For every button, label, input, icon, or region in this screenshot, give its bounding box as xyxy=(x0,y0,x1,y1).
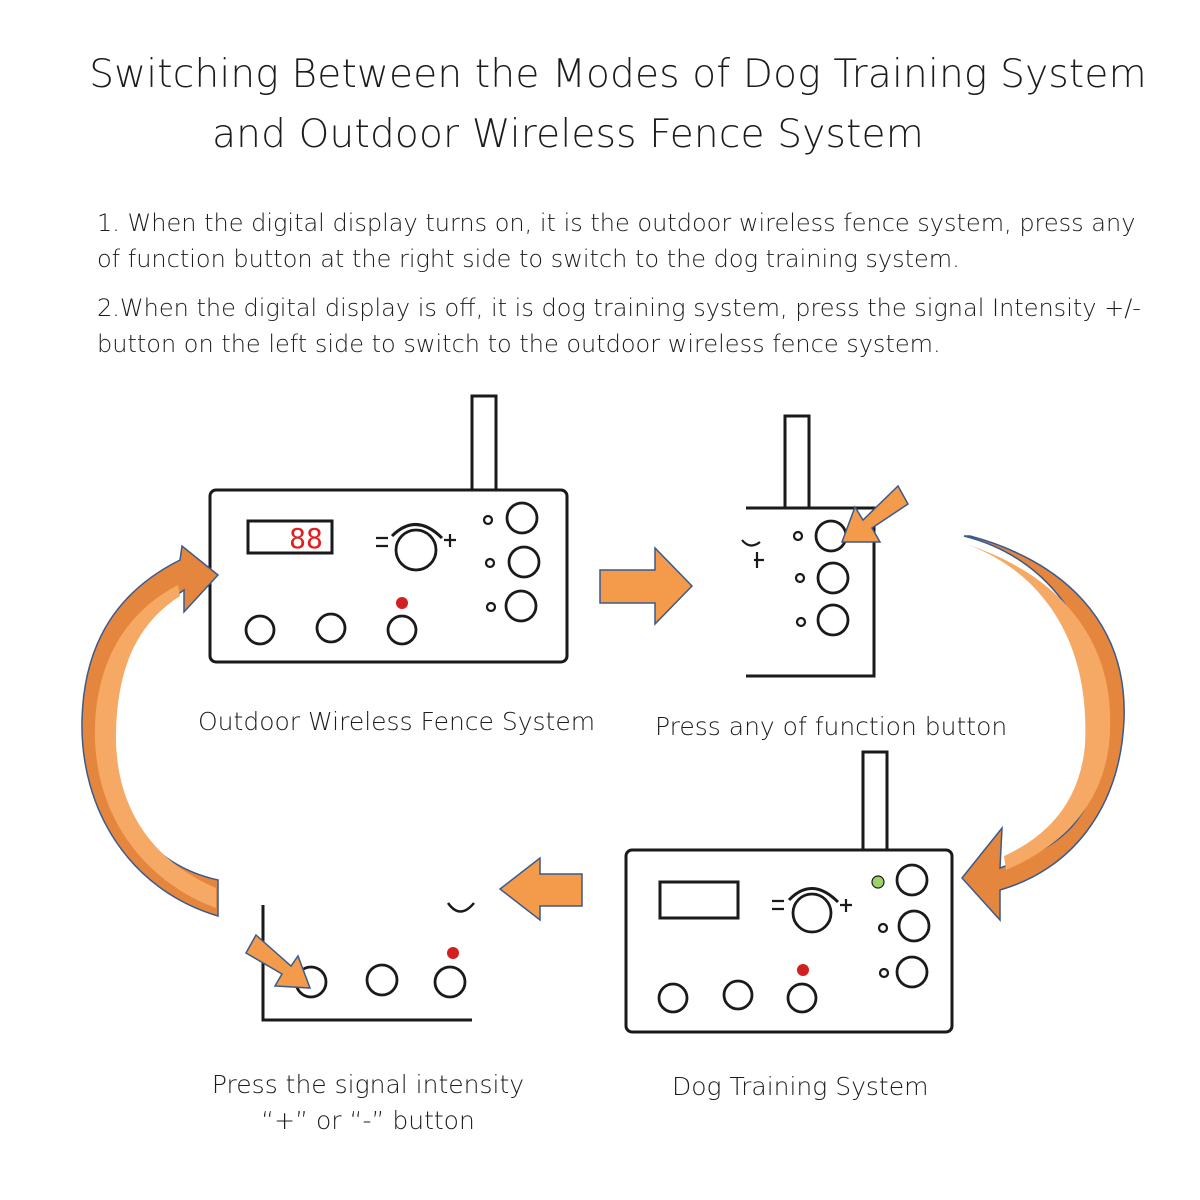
function-button-closeup xyxy=(741,414,876,678)
function-button xyxy=(897,909,931,943)
round-button xyxy=(315,612,347,644)
training-mode-caption: Dog Training System xyxy=(672,1072,929,1101)
intensity-dial-icon xyxy=(376,523,456,572)
indicator-dot xyxy=(795,616,807,628)
round-button xyxy=(365,963,399,997)
fence-mode-caption: Outdoor Wireless Fence System xyxy=(198,707,596,736)
round-button xyxy=(722,979,754,1011)
indicator-dot xyxy=(878,967,890,979)
training-mode-device xyxy=(624,750,954,1034)
round-button xyxy=(657,982,689,1014)
intensity-dial-icon xyxy=(772,887,852,934)
antenna xyxy=(861,750,889,854)
function-button xyxy=(816,603,850,637)
function-button xyxy=(816,561,850,595)
digital-display-off xyxy=(658,880,740,920)
red-led-icon xyxy=(797,964,809,976)
indicator-dot xyxy=(482,514,494,526)
device-body-partial xyxy=(746,506,876,678)
instruction-2: 2.When the digital display is off, it is… xyxy=(97,294,1141,358)
indicator-dot xyxy=(794,572,806,584)
power-button xyxy=(433,965,467,999)
pointer-arrow-icon xyxy=(244,933,312,989)
function-button xyxy=(504,589,538,623)
round-button xyxy=(244,614,276,646)
indicator-dot xyxy=(484,557,496,569)
function-button-caption: Press any of function button xyxy=(655,712,1008,741)
function-button xyxy=(895,863,929,897)
green-led-icon xyxy=(871,875,885,889)
red-led-icon xyxy=(447,947,459,959)
intensity-button-caption: Press the signal intensity “+” or “-” bu… xyxy=(211,1070,525,1135)
power-button xyxy=(786,982,818,1014)
page-title-line-1: Switching Between the Modes of Dog Train… xyxy=(89,52,1147,97)
power-button xyxy=(386,614,418,646)
fence-mode-device: 88 xyxy=(208,394,569,664)
left-arrow-icon xyxy=(498,856,583,922)
indicator-dot xyxy=(485,601,497,613)
function-button xyxy=(505,501,539,535)
red-led-icon xyxy=(396,597,408,609)
function-button xyxy=(507,545,541,579)
curved-arrow-highlight xyxy=(966,544,1111,870)
display-digits: 88 xyxy=(289,522,323,555)
function-button xyxy=(814,519,848,553)
antenna xyxy=(470,394,498,496)
curved-arrow-highlight xyxy=(94,585,216,908)
function-button xyxy=(895,955,929,989)
pointer-arrow-icon xyxy=(840,484,909,543)
indicator-dot xyxy=(877,922,889,934)
page-title-line-2: and Outdoor Wireless Fence System xyxy=(212,112,924,157)
indicator-dot xyxy=(792,530,804,542)
antenna xyxy=(783,414,811,510)
digital-display xyxy=(246,519,334,555)
right-arrow-icon xyxy=(599,546,694,626)
instruction-1: 1. When the digital display turns on, it… xyxy=(97,209,1136,273)
